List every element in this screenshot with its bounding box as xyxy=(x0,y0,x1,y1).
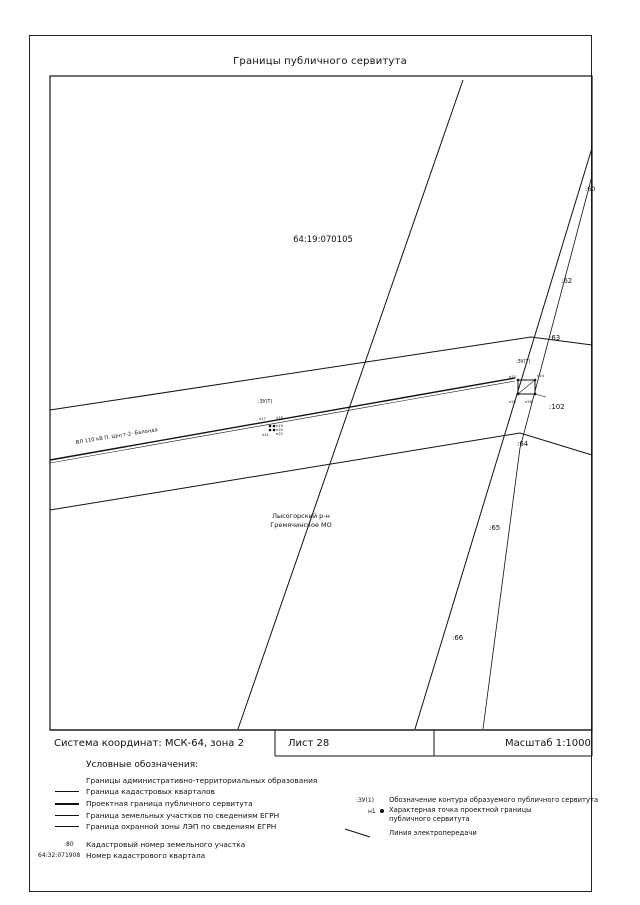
legend-contour-sample: :ЗУ(1) xyxy=(356,797,375,804)
power-line xyxy=(49,377,516,461)
protection-zone-upper xyxy=(49,336,593,411)
legend-quarter-number: Номер кадастрового квартала xyxy=(86,851,206,860)
point-label: н18 xyxy=(276,416,284,420)
parcel-label: :64 xyxy=(517,440,529,448)
contour-label-left: :ЗУ(Т) xyxy=(258,399,272,405)
point-label: н20 xyxy=(276,428,284,432)
quarter-number-label: 64:19:070105 xyxy=(293,235,353,245)
legend-powerline: Линия электропередачи xyxy=(389,829,477,837)
legend-land-plot-symbol xyxy=(55,815,79,816)
legend-quarter-sample: 64:32:071908 xyxy=(38,852,81,859)
parcel-label: :65 xyxy=(489,524,500,532)
land-plot-boundary-line xyxy=(237,79,464,730)
point-label: н19 xyxy=(276,424,284,428)
parcel-boundary-line-inner xyxy=(482,175,593,730)
pole-square-tick xyxy=(534,393,547,398)
legend-title: Условные обозначения: xyxy=(86,760,199,770)
parcel-label: :63 xyxy=(549,334,560,342)
legend-protection-zone: Граница охранной зоны ЛЭП по сведениям Е… xyxy=(86,822,277,831)
point-symbol xyxy=(380,809,384,813)
protection-zone-lower xyxy=(49,432,593,511)
characteristic-points-right xyxy=(516,378,537,396)
point-label: н24 xyxy=(537,374,545,378)
point-label: н26 xyxy=(525,400,533,404)
sheet-number: Лист 28 xyxy=(288,738,330,749)
legend-parcel-sample: :80 xyxy=(64,841,74,848)
point-label: н25 xyxy=(509,400,516,404)
point-label: н23 xyxy=(509,375,516,379)
legend-servitude-boundary: Проектная граница публичного сервитута xyxy=(86,799,253,808)
municipality-label-2: Гремячинское МО xyxy=(270,521,331,529)
characteristic-points-left xyxy=(268,424,276,432)
powerline-symbol xyxy=(344,828,371,838)
scale-value: Масштаб 1:1000 xyxy=(505,738,591,749)
parcel-label: :102 xyxy=(549,403,565,411)
parcel-label: :66 xyxy=(452,634,464,642)
legend-point-line2: публичного сервитута xyxy=(389,815,470,823)
legend-land-plots: Граница земельных участков по сведениям … xyxy=(86,811,280,820)
point-label: н22 xyxy=(276,432,283,436)
info-row: Система координат: МСК-64, зона 2 Лист 2… xyxy=(50,731,592,757)
legend-cadastral-symbol xyxy=(55,791,79,792)
legend-point-sample: н1 xyxy=(368,808,376,815)
coordinate-system: Система координат: МСК-64, зона 2 xyxy=(54,738,244,749)
drawing-title: Границы публичного сервитута xyxy=(233,56,407,67)
contour-label-right: :ЗУ(Т) xyxy=(516,359,530,365)
legend-cadastral-quarters: Граница кадастровых кварталов xyxy=(86,787,215,796)
municipality-label-1: Лысогорский р-н xyxy=(272,512,330,520)
pole-square xyxy=(517,379,536,395)
parcel-boundary-line-right xyxy=(414,147,593,730)
legend-contour: Обозначение контура образуемого публично… xyxy=(389,796,599,804)
legend-point-line1: Характерная точка проектной границы xyxy=(389,806,532,814)
legend-parcel-number: Кадастровый номер земельного участка xyxy=(86,840,246,849)
legend-servitude-symbol xyxy=(55,803,79,805)
legend-protection-zone-symbol xyxy=(55,826,79,827)
parcel-label: :60 xyxy=(585,185,595,193)
point-label: н21 xyxy=(262,433,269,437)
point-label: н17 xyxy=(259,417,266,421)
parcel-label: :62 xyxy=(561,277,572,285)
pole-square-diagonal xyxy=(517,379,536,395)
servitude-boundary xyxy=(49,380,516,464)
legend-admin-boundary: Границы административно-территориальных … xyxy=(86,776,318,785)
